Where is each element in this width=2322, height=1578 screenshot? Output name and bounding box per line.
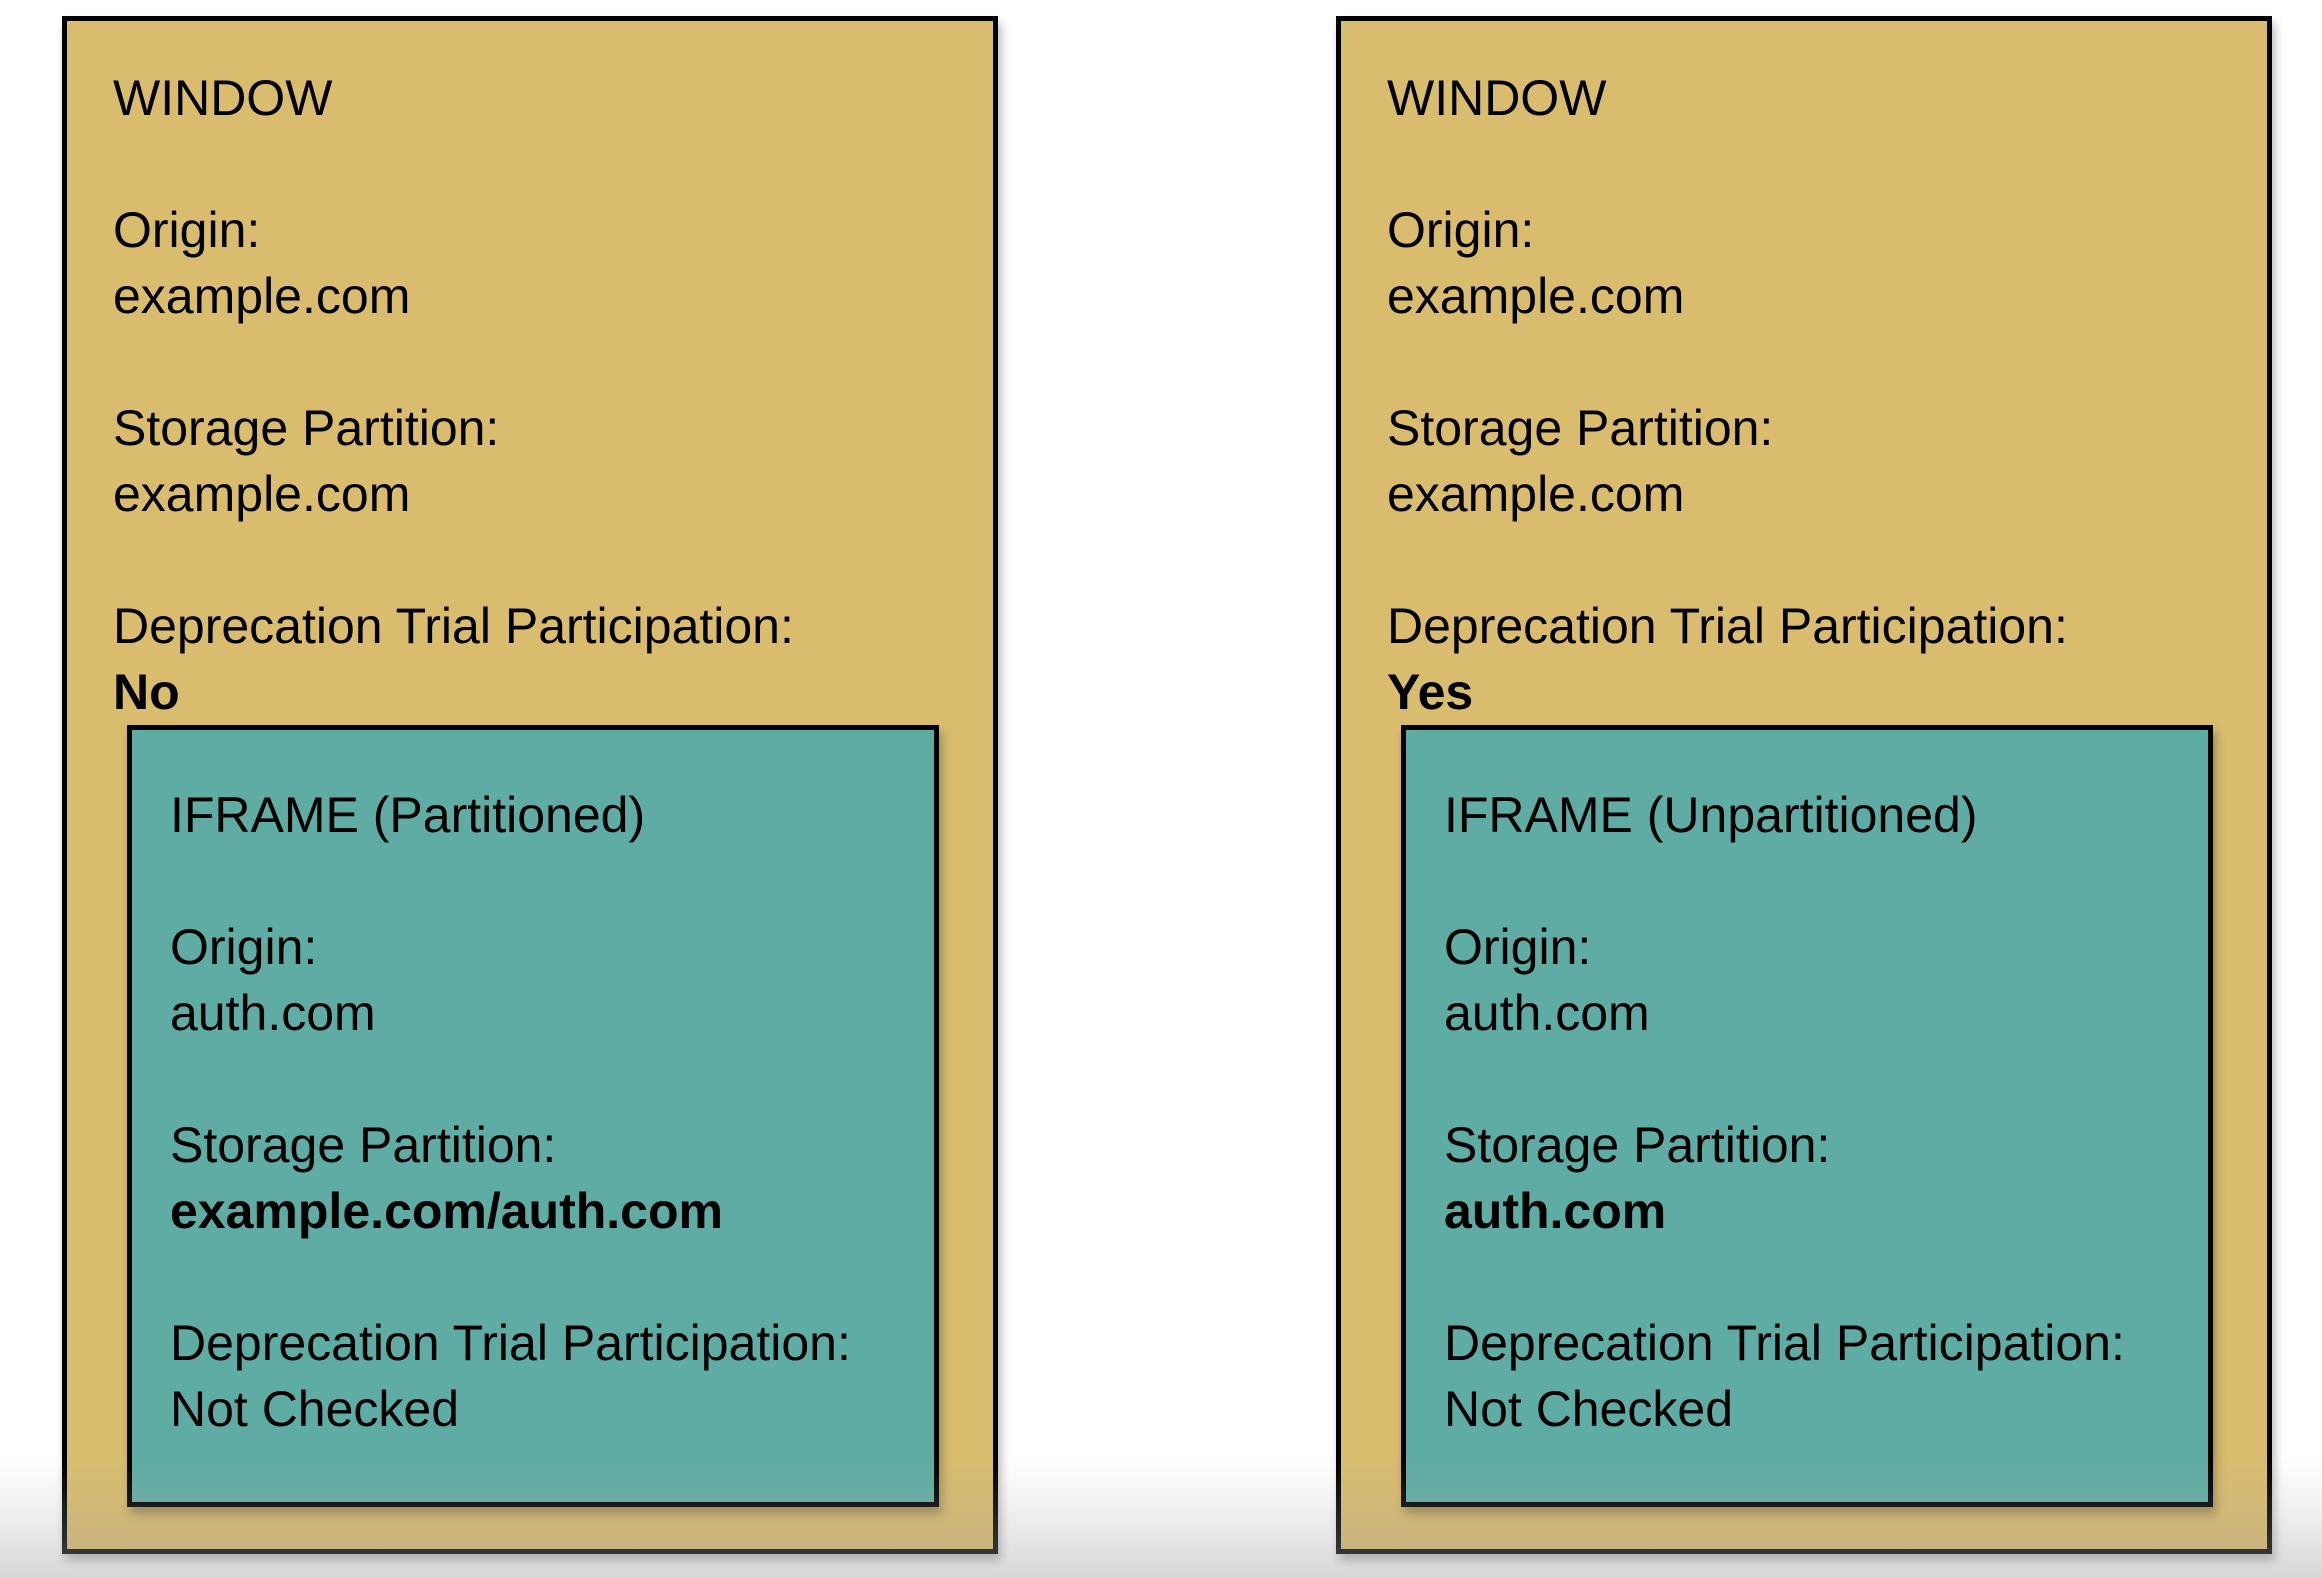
spacer [113, 131, 953, 197]
origin-label: Origin: [113, 202, 261, 258]
deprecation-trial-value: Not Checked [170, 1381, 460, 1437]
origin-label: Origin: [170, 919, 318, 975]
storage-partition-label: Storage Partition: [113, 400, 500, 456]
spacer [1387, 527, 2227, 593]
storage-partition-value: example.com [113, 466, 411, 522]
origin-label: Origin: [1387, 202, 1535, 258]
origin-value: example.com [113, 268, 411, 324]
storage-partition-value: example.com/auth.com [170, 1183, 723, 1239]
spacer [1444, 848, 2178, 914]
spacer [170, 848, 904, 914]
window-box-right: WINDOW Origin: example.com Storage Parti… [1336, 16, 2272, 1554]
origin-value: auth.com [170, 985, 376, 1041]
deprecation-trial-value: No [113, 664, 180, 720]
deprecation-trial-label: Deprecation Trial Participation: [1444, 1315, 2125, 1371]
spacer [170, 1244, 904, 1310]
storage-partition-value: example.com [1387, 466, 1685, 522]
spacer [1444, 1244, 2178, 1310]
iframe-box-unpartitioned: IFRAME (Unpartitioned) Origin: auth.com … [1401, 725, 2213, 1507]
deprecation-trial-label: Deprecation Trial Participation: [1387, 598, 2068, 654]
window-box-left: WINDOW Origin: example.com Storage Parti… [62, 16, 998, 1554]
storage-partition-label: Storage Partition: [170, 1117, 557, 1173]
spacer [1444, 1046, 2178, 1112]
deprecation-trial-value: Yes [1387, 664, 1474, 720]
storage-partition-label: Storage Partition: [1387, 400, 1774, 456]
spacer [170, 1046, 904, 1112]
iframe-title: IFRAME (Partitioned) [170, 787, 646, 843]
spacer [113, 527, 953, 593]
window-title: WINDOW [1387, 70, 1607, 126]
spacer [1387, 329, 2227, 395]
origin-value: auth.com [1444, 985, 1650, 1041]
window-title: WINDOW [113, 70, 333, 126]
storage-partition-value: auth.com [1444, 1183, 1667, 1239]
spacer [1387, 131, 2227, 197]
iframe-box-partitioned: IFRAME (Partitioned) Origin: auth.com St… [127, 725, 939, 1507]
deprecation-trial-value: Not Checked [1444, 1381, 1734, 1437]
origin-value: example.com [1387, 268, 1685, 324]
deprecation-trial-label: Deprecation Trial Participation: [113, 598, 794, 654]
deprecation-trial-label: Deprecation Trial Participation: [170, 1315, 851, 1371]
spacer [113, 329, 953, 395]
iframe-title: IFRAME (Unpartitioned) [1444, 787, 1978, 843]
storage-partition-label: Storage Partition: [1444, 1117, 1831, 1173]
origin-label: Origin: [1444, 919, 1592, 975]
